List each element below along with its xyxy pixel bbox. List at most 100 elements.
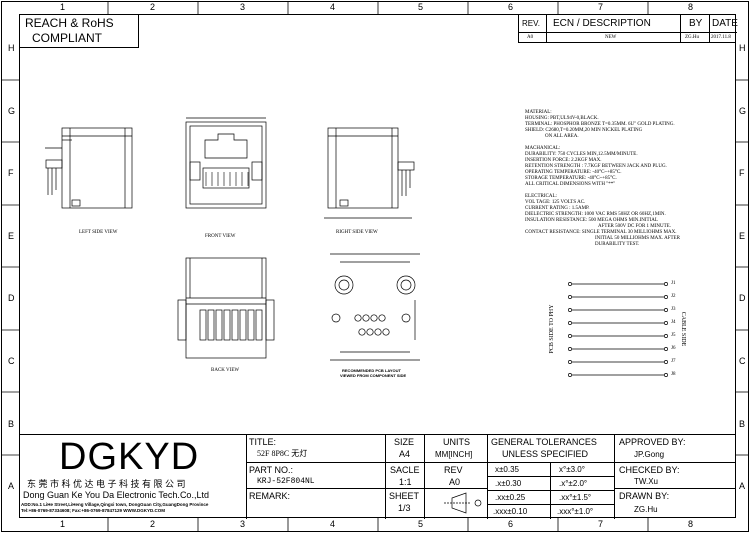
company-name-cn: 东 莞 市 科 优 达 电 子 科 技 有 限 公 司 [27, 479, 186, 489]
grid-col-label: 6 [508, 519, 514, 529]
grid-row-label: H [8, 43, 15, 53]
grid-row-label: A [739, 481, 746, 491]
tolerance-linear: .x±0.30 [495, 479, 522, 488]
title-label: TITLE: [249, 437, 277, 447]
scale-label: SACLE [390, 465, 420, 475]
grid-row-label: E [8, 231, 15, 241]
projection-symbol [444, 492, 482, 514]
rev-value: A0 [449, 477, 461, 487]
grid-col-label: 7 [598, 519, 604, 529]
rev-header-ecn: ECN / DESCRIPTION [553, 18, 651, 29]
part-value: KRJ-52F804NL [257, 477, 315, 486]
grid-row-label: G [8, 106, 16, 116]
grid-col-label: 1 [60, 519, 66, 529]
pin-diagram-drawing [568, 282, 668, 377]
rev-row-date: 2017.11.8 [711, 35, 731, 40]
grid-col-label: 5 [418, 519, 424, 529]
compliance-line2: COMPLIANT [32, 31, 103, 45]
grid-row-label: F [8, 168, 14, 178]
size-value: A4 [399, 449, 411, 459]
left-side-view-drawing [45, 127, 133, 209]
company-logo: DGKYD [59, 436, 200, 478]
front-view-label: FRONT VIEW [205, 234, 236, 239]
grid-row-label: C [8, 356, 15, 366]
revision-table: REV. ECN / DESCRIPTION BY DATE A0 NEW ZG… [518, 14, 738, 43]
tolerance-linear: x±0.35 [495, 465, 519, 474]
grid-col-label: 4 [330, 2, 336, 12]
pin-label: J6 [671, 346, 676, 351]
size-label: SIZE [394, 437, 415, 447]
title-block: DGKYD 东 莞 市 科 优 达 电 子 科 技 有 限 公 司 Dong G… [19, 434, 736, 519]
pcb-layout-label-1: RECOMMENDED PCB LAYOUT [342, 368, 401, 373]
rev-row-desc: NEW [605, 35, 617, 40]
pin-label: J7 [671, 359, 676, 364]
title-value: 52F 8P8C 无灯 [257, 449, 308, 458]
drawn-label: DRAWN BY: [619, 491, 670, 501]
tolerance-header-1: GENERAL TOLERANCES [491, 437, 597, 447]
back-view-drawing [177, 257, 275, 359]
grid-col-label: 7 [598, 2, 604, 12]
pcb-side-label: PCB SIDE TO PHY [549, 304, 555, 354]
compliance-line1: REACH & RoHS [25, 16, 114, 30]
tolerance-header-2: UNLESS SPECIFIED [502, 449, 589, 459]
tolerance-linear: .xx±0.25 [495, 493, 526, 502]
back-view-label: BACK VIEW [211, 368, 240, 373]
grid-row-label: B [8, 419, 15, 429]
grid-row-label: G [739, 106, 747, 116]
sheet-label: SHEET [389, 491, 420, 501]
pin-label: J1 [671, 281, 676, 286]
units-label: UNITS [443, 437, 470, 447]
units-value: MM[INCH] [435, 450, 473, 459]
grid-col-label: 1 [60, 2, 66, 12]
part-label: PART NO.: [249, 465, 294, 475]
grid-row-label: B [739, 419, 746, 429]
company-name-en: Dong Guan Ke You Da Electronic Tech.Co.,… [23, 490, 209, 500]
tolerance-angular: x°±3.0° [559, 465, 585, 474]
tolerance-linear: .xxx±0.10 [493, 507, 528, 516]
grid-col-label: 4 [330, 519, 336, 529]
pin-label: J8 [671, 372, 676, 377]
grid-row-label: E [739, 231, 746, 241]
sheet-value: 1/3 [398, 503, 411, 513]
company-section: DGKYD 东 莞 市 科 优 达 电 子 科 技 有 限 公 司 Dong G… [19, 435, 247, 519]
pin-label: J4 [671, 320, 676, 325]
pin-label: J3 [671, 307, 676, 312]
grid-col-label: 2 [150, 2, 156, 12]
checked-label: CHECKED BY: [619, 465, 680, 475]
pcb-layout-drawing [330, 253, 420, 361]
spec-mechanical: MACHANICAL: DURABILITY: 750 CYCLES MIN,1… [525, 146, 667, 187]
rev-row-by: ZG.Hu [685, 35, 700, 40]
left-side-view-label: LEFT SIDE VIEW [79, 230, 118, 235]
grid-col-label: 3 [240, 2, 246, 12]
tolerance-angular: .xx°±1.5° [559, 493, 592, 502]
grid-col-label: 8 [688, 519, 694, 529]
rev-row-rev: A0 [527, 35, 534, 40]
grid-row-label: D [8, 293, 15, 303]
inner-border [19, 14, 736, 518]
grid-col-label: 2 [150, 519, 156, 529]
grid-row-label: H [739, 43, 746, 53]
approved-value: JP.Gong [634, 450, 665, 459]
company-contact: Tel:+86-0769-87334608; Fax:+86-0769-8784… [21, 508, 165, 513]
scale-value: 1:1 [399, 477, 412, 487]
right-side-view-label: RIGHT SIDE VIEW [336, 230, 378, 235]
cable-side-label: CABLE SIDE [680, 311, 686, 347]
grid-row-label: F [739, 168, 745, 178]
grid-col-label: 6 [508, 2, 514, 12]
grid-col-label: 3 [240, 519, 246, 529]
grid-row-label: D [739, 293, 746, 303]
tolerance-angular: .x°±2.0° [559, 479, 588, 488]
right-side-view-drawing [324, 127, 415, 219]
checked-value: TW.Xu [634, 477, 659, 486]
drawn-value: ZG.Hu [634, 505, 658, 514]
approved-label: APPROVED BY: [619, 437, 686, 447]
grid-row-label: C [739, 356, 746, 366]
front-view-drawing [185, 117, 267, 209]
spec-material: MATERIAL: HOUSING: PBT,UL94V-0,BLACK. TE… [525, 110, 675, 139]
rev-header-date: DATE [712, 18, 738, 29]
remark-label: REMARK: [249, 491, 291, 501]
grid-row-label: A [8, 481, 15, 491]
